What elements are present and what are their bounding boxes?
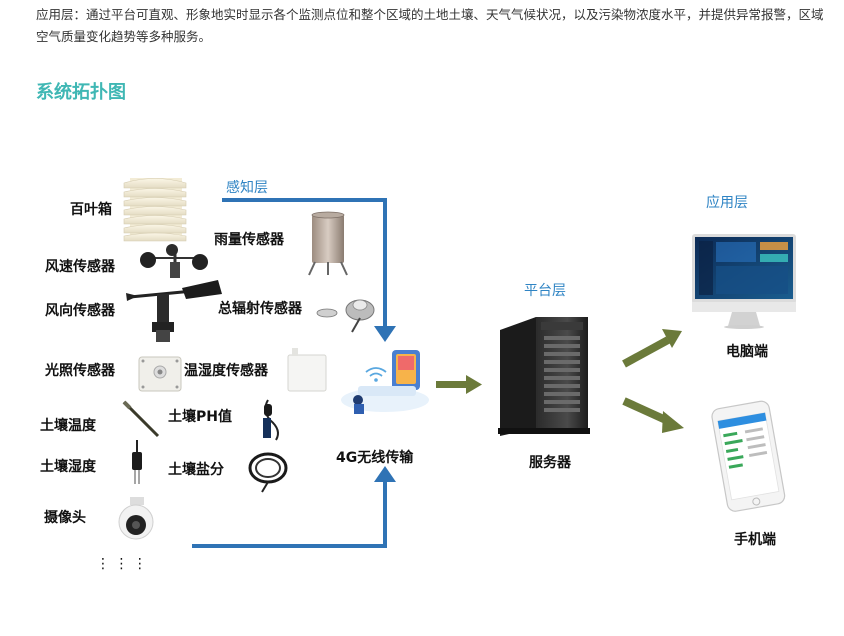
temp-humidity-icon [287,348,327,392]
temp-humidity-label: 温湿度传感器 [184,362,269,379]
pc-label: 电脑端 [726,343,768,360]
louver-box-icon [123,178,187,242]
mobile-label: 手机端 [734,531,776,548]
pc-icon [692,234,796,329]
to-pc-arrow [622,329,682,368]
transmission-label: 4G无线传输 [336,449,414,466]
to-mobile-arrow [622,397,684,433]
light-sensor-label: 光照传感器 [44,362,116,379]
wind-speed-icon [140,244,208,278]
wireless-transmission-icon [341,350,429,414]
soil-ph-icon [263,399,279,441]
platform-layer-label: 平台层 [524,283,566,299]
total-radiation-icon [316,299,375,333]
soil-salt-icon [248,452,288,493]
perception-to-transmission-line [222,198,387,330]
more-sensors-ellipsis: ⋮ ⋮ ⋮ [96,556,147,572]
to-server-arrow [436,375,482,394]
camera-icon [118,497,154,540]
rain-gauge-label: 雨量传感器 [214,231,285,248]
up-arrow-head [374,466,396,482]
intro-paragraph: 应用层：通过平台可直观、形象地实时显示各个监测点位和整个区域的土地土壤、天气气候… [36,7,824,44]
soil-temperature-label: 土壤温度 [40,417,97,434]
wind-speed-label: 风速传感器 [45,258,116,275]
down-arrow-head [374,326,396,342]
louver-box-label: 百叶箱 [70,201,112,218]
bottom-to-transmission-line [192,478,387,548]
soil-salt-label: 土壤盐分 [168,461,224,478]
perception-layer-label: 感知层 [226,179,268,196]
server-label: 服务器 [529,454,572,471]
soil-humidity-icon [132,440,142,484]
light-sensor-icon [138,356,182,392]
camera-label: 摄像头 [44,509,86,526]
flow-lines [192,198,387,548]
wind-direction-icon [126,280,222,342]
soil-temperature-icon [122,400,160,438]
server-icon [498,317,590,436]
rain-gauge-icon [308,211,348,276]
total-radiation-label: 总辐射传感器 [218,300,303,317]
wind-direction-label: 风向传感器 [45,302,116,319]
soil-humidity-label: 土壤湿度 [40,458,97,475]
mobile-icon [711,400,786,512]
application-layer-label: 应用层 [706,194,748,211]
soil-ph-label: 土壤PH值 [168,408,232,425]
section-title: 系统拓扑图 [36,82,126,103]
